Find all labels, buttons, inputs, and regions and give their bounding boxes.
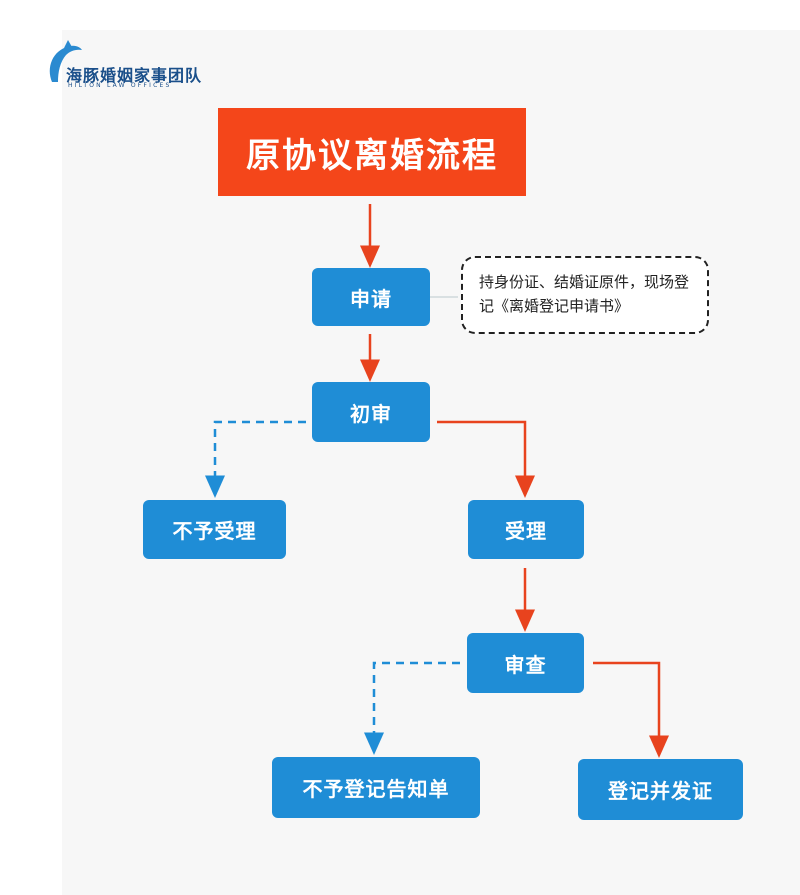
node-refuse-notice: 不予登记告知单 [272, 757, 480, 818]
node-accept: 受理 [468, 500, 584, 559]
flow-title: 原协议离婚流程 [218, 108, 526, 196]
logo-text-en: HILTON LAW OFFICES [68, 82, 172, 89]
node-preliminary: 初审 [312, 382, 430, 442]
dolphin-icon [49, 40, 82, 82]
arrow-review-refuse [364, 661, 460, 755]
arrow-preliminary-reject [205, 420, 306, 498]
node-register: 登记并发证 [578, 759, 743, 820]
node-apply: 申请 [312, 268, 430, 326]
node-review: 审查 [467, 633, 584, 693]
node-reject: 不予受理 [143, 500, 286, 559]
note-documents: 持身份证、结婚证原件，现场登记《离婚登记申请书》 [461, 256, 709, 334]
arrow-preliminary-accept [437, 420, 535, 498]
logo: 海豚婚姻家事团队 HILTON LAW OFFICES [44, 38, 201, 93]
arrow-review-register [593, 661, 669, 758]
logo-text-cn: 海豚婚姻家事团队 [66, 66, 203, 85]
